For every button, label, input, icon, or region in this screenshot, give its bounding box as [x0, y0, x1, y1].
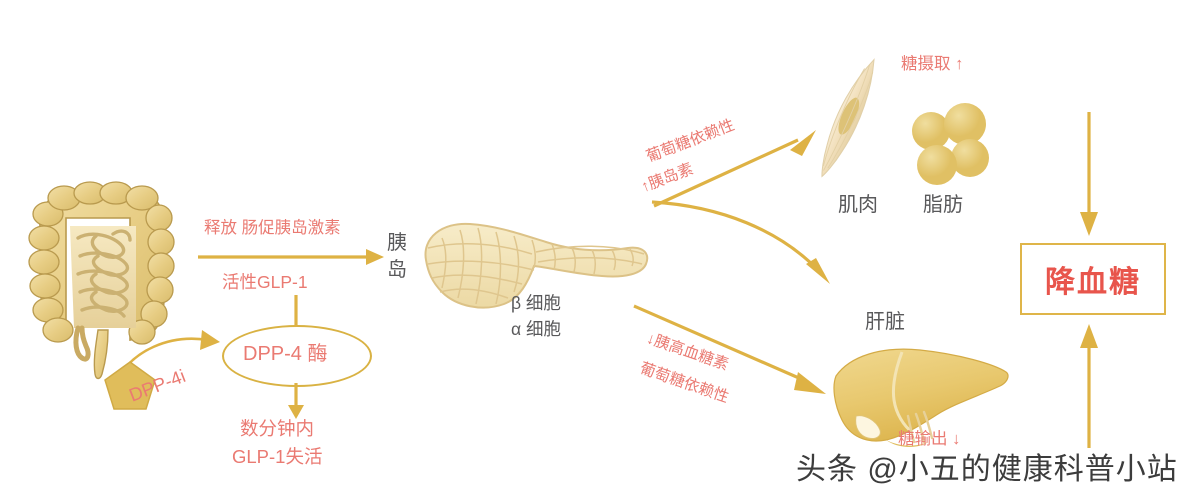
- pancreas-islet-label-text: 胰岛: [387, 232, 407, 281]
- result-arrow-top: [1080, 112, 1098, 236]
- insulin-arrow-up: [653, 130, 816, 208]
- intestine-illustration: [28, 181, 175, 380]
- glucose-uptake-label: 糖摄取 ↑: [901, 55, 964, 73]
- dpp4-enzyme-label: DPP-4 酶: [243, 343, 328, 365]
- result-box: 降血糖: [1020, 243, 1166, 315]
- release-arrow: [198, 249, 384, 265]
- beta-cell-label: β 细胞: [511, 293, 561, 313]
- liver-label: 肝脏: [865, 311, 905, 333]
- inactivation-label-line1: 数分钟内: [240, 418, 315, 439]
- muscle-illustration: [821, 58, 875, 178]
- pancreas-illustration: [424, 222, 649, 309]
- inactivation-arrow: [288, 383, 304, 419]
- watermark: 头条 @小五的健康科普小站: [796, 453, 1178, 486]
- inactivation-label-line2: GLP-1失活: [232, 446, 323, 467]
- fat-label: 脂肪: [923, 194, 963, 216]
- fat-illustration: [912, 103, 989, 185]
- release-label-top: 释放 肠促胰岛激素: [204, 219, 341, 237]
- muscle-label: 肌肉: [838, 194, 878, 216]
- glucose-output-label: 糖输出 ↓: [898, 430, 961, 448]
- glucagon-arrow-down: [633, 304, 826, 394]
- glp1-to-enzyme-connector: [294, 295, 298, 327]
- result-arrow-bottom: [1080, 324, 1098, 448]
- drug-pentagon-icon: [104, 361, 156, 410]
- liver-illustration: [833, 348, 1009, 447]
- pancreas-islet-label: 胰岛: [385, 230, 409, 284]
- alpha-cell-label: α 细胞: [511, 319, 561, 339]
- release-label-bottom: 活性GLP-1: [222, 272, 308, 292]
- insulin-arrow-curve-down: [651, 200, 830, 284]
- result-label: 降血糖: [1045, 266, 1141, 299]
